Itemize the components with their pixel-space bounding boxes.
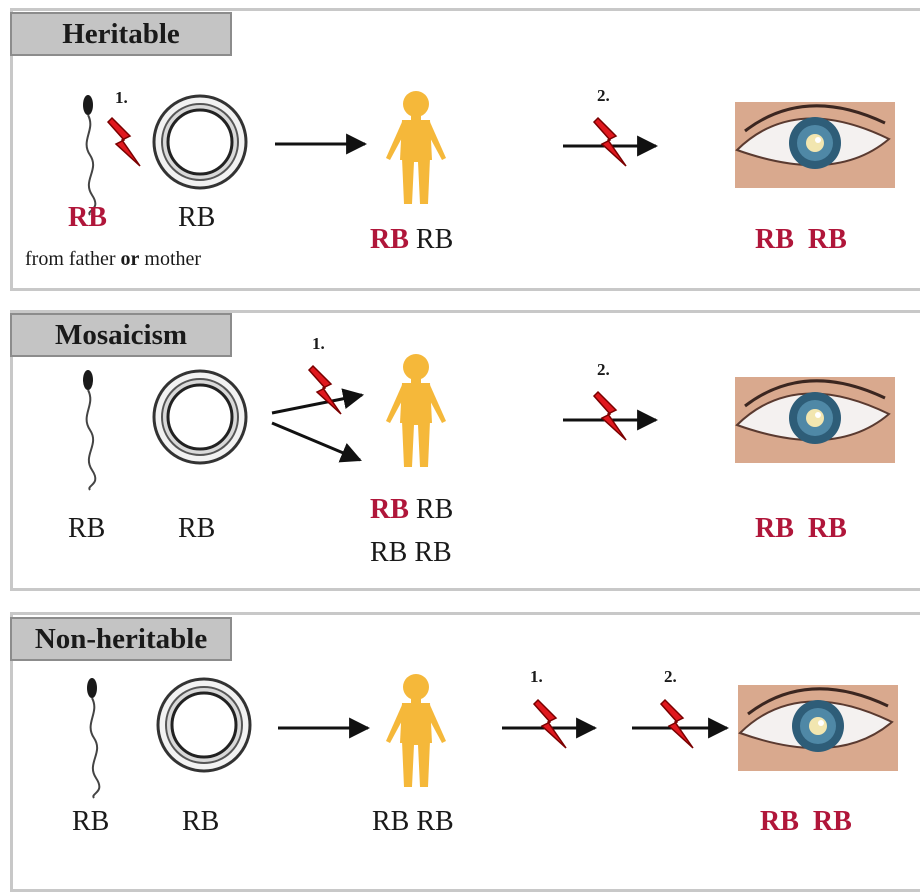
egg-label: RB	[182, 806, 219, 838]
mutation-1-label: 1.	[312, 334, 325, 354]
mutation-2-label: 2.	[597, 86, 610, 106]
mutation-1-label: 1.	[115, 88, 128, 108]
mutation-2-label: 2.	[664, 667, 677, 687]
origin-note: from father or mother	[25, 248, 201, 271]
mutation-2-label: 2.	[597, 360, 610, 380]
child-genotype: RB RB	[372, 806, 454, 838]
egg-cell-icon	[154, 96, 246, 188]
egg-label: RB	[178, 513, 215, 545]
child-genotype-row1: RB RB	[370, 494, 453, 526]
sperm-icon	[83, 95, 95, 215]
egg-label: RB	[178, 202, 215, 234]
lightning-bolt-icon	[594, 118, 626, 166]
lightning-bolt-icon	[594, 392, 626, 440]
arrow-icon	[272, 395, 362, 413]
eye-genotype: RB RB	[755, 224, 847, 256]
lightning-bolt-icon	[534, 700, 566, 748]
eye-icon	[735, 102, 895, 188]
sperm-label: RB	[72, 806, 109, 838]
eye-genotype: RB RB	[760, 806, 852, 838]
lightning-bolt-icon	[108, 118, 140, 166]
child-figure-icon	[386, 354, 446, 467]
egg-cell-icon	[154, 371, 246, 463]
sperm-label: RB	[68, 202, 107, 234]
non-heritable-graphics	[0, 600, 920, 885]
child-figure-icon	[386, 91, 446, 204]
eye-icon	[738, 685, 898, 771]
lightning-bolt-icon	[661, 700, 693, 748]
eye-genotype: RB RB	[755, 513, 847, 545]
child-genotype: RB RB	[370, 224, 453, 256]
sperm-label: RB	[68, 513, 105, 545]
child-genotype-row2: RB RB	[370, 537, 452, 569]
lightning-bolt-icon	[309, 366, 341, 414]
mutation-1-label: 1.	[530, 667, 543, 687]
sperm-icon	[87, 678, 99, 798]
arrow-icon	[272, 423, 360, 460]
sperm-icon	[83, 370, 95, 490]
eye-icon	[735, 377, 895, 463]
mosaicism-graphics	[0, 300, 920, 590]
child-figure-icon	[386, 674, 446, 787]
egg-cell-icon	[158, 679, 250, 771]
